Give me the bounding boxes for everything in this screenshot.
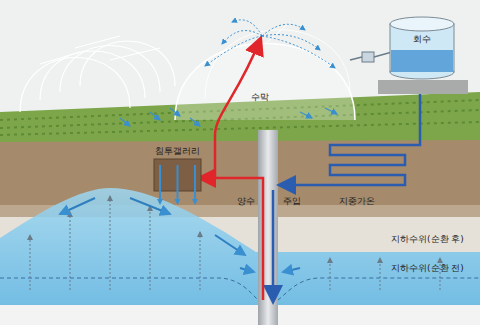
water-level-label: 지하수위(순환 후) [390, 234, 465, 245]
tank-shape [386, 14, 458, 82]
infiltration-gallery: 침투갤러리 [152, 146, 203, 193]
heating-label: 지중가온 [338, 196, 376, 207]
pumping-label: 양수 [236, 196, 256, 207]
water-tank: 회수 [386, 14, 458, 82]
node-label: 침투갤러리 [152, 146, 203, 157]
spray-label: 수막 [250, 92, 270, 103]
injection-label: 주입 [282, 196, 302, 207]
water-level-label: 지하수위(순환 전) [390, 263, 465, 274]
node-label: 회수 [386, 34, 458, 45]
